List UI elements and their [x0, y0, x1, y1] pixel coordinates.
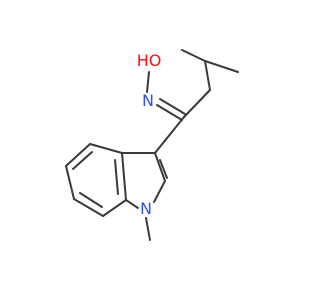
bond-ch-methyl-b — [204, 60, 239, 73]
bond-c-n-double-2 — [159, 98, 186, 115]
bond-c-n-double-1 — [156, 104, 183, 121]
bond-c3a-c7a-inner — [114, 159, 119, 195]
bond-c3-c2-inner — [159, 159, 168, 179]
atom-label-oxime-nitrogen: N — [142, 91, 154, 110]
atom-label-hydroxyl: HO — [137, 51, 162, 70]
atom-label-indole-nitrogen: N — [140, 199, 152, 218]
bond-c5-c6 — [65, 165, 75, 200]
bond-c7-c7a — [102, 199, 127, 217]
bond-c3a-c4 — [89, 143, 123, 154]
bond-c1-ch2 — [183, 89, 211, 118]
bond-c3a-c7a — [121, 152, 127, 201]
bond-c1-c3 — [154, 116, 185, 154]
bond-c4-c5-outer — [65, 143, 91, 167]
bond-ch-methyl-a — [181, 49, 206, 62]
bond-n1-c7a — [125, 199, 139, 209]
bond-ch2-ch — [204, 60, 211, 91]
bond-c6-c7-outer — [73, 198, 104, 217]
bond-c3-c2 — [154, 152, 166, 182]
bond-n1-methyl — [145, 217, 151, 241]
bond-c2-n1 — [153, 180, 166, 203]
bond-c6-c7-inner — [79, 192, 103, 208]
molecule-drawing: HO N N — [65, 49, 239, 241]
structure-canvas: HO N N — [65, 49, 239, 241]
bond-o-n — [146, 71, 150, 93]
bond-c4-c5-inner — [72, 151, 93, 170]
